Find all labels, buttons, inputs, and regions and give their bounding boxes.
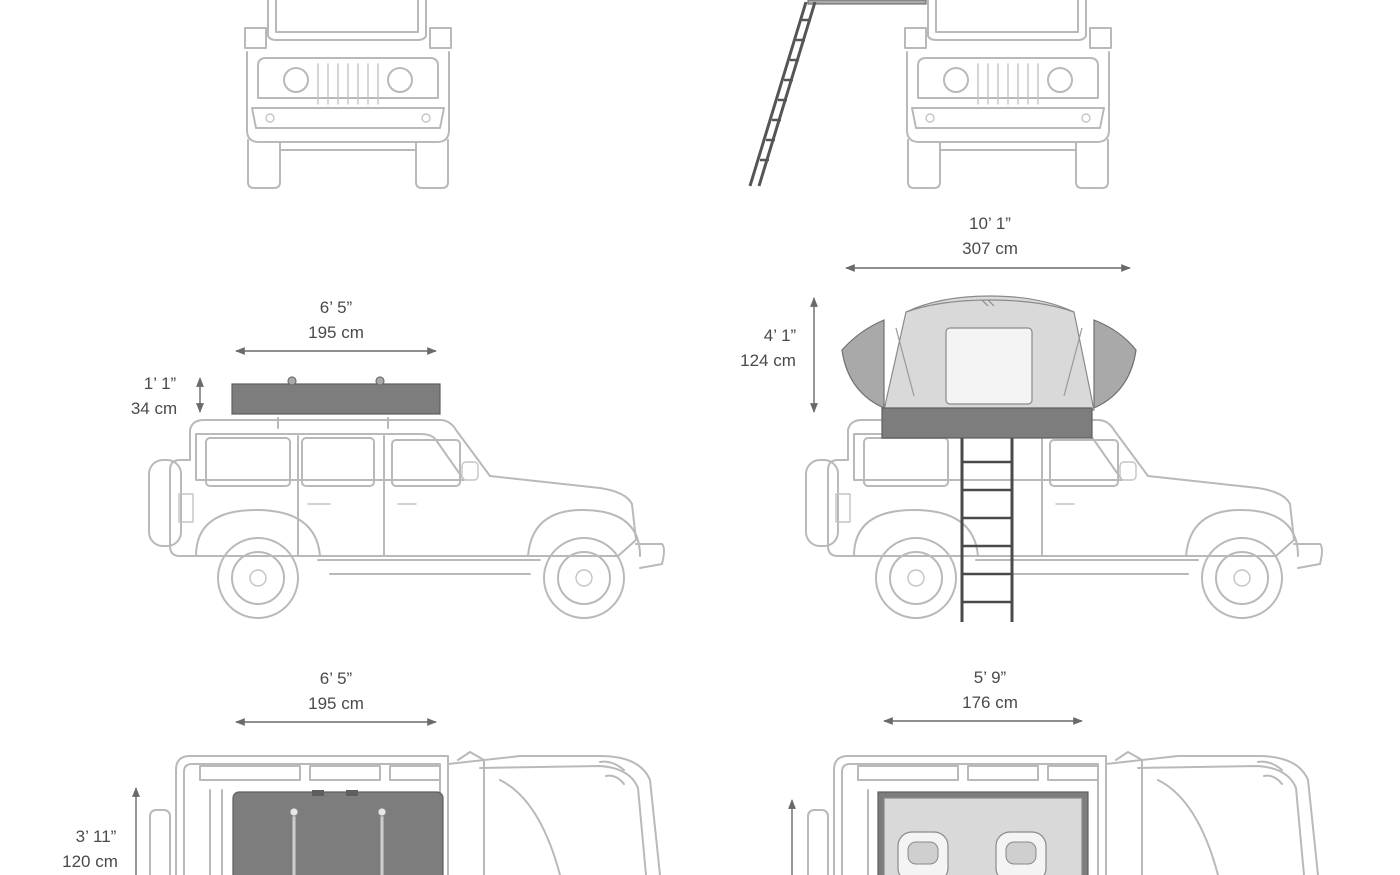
pillow-left [897,831,949,875]
front-view-open-tent-floor [807,0,927,5]
top-open-length-metric: 176 cm [962,693,1018,712]
side-open-height-imperial: 4’ 1” [764,326,797,345]
top-closed-length-metric: 195 cm [308,694,364,713]
top-closed-width-metric: 120 cm [62,852,118,871]
pillow-right [995,831,1047,875]
side-view-closed-tent-shell [231,376,441,415]
top-view-open-tent [877,791,1089,875]
top-view-closed-tent-shell [232,790,444,875]
front-view-open-vehicle [904,0,1112,189]
side-open-length-imperial: 10’ 1” [969,214,1011,233]
side-open-length-metric: 307 cm [962,239,1018,258]
top-closed-length-imperial: 6’ 5” [320,669,353,688]
side-open-height-metric: 124 cm [740,351,796,370]
side-view-open-tent [841,295,1137,439]
front-view-closed-vehicle [244,0,452,189]
top-closed-width-imperial: 3’ 11” [76,827,117,846]
side-closed-height-metric: 34 cm [131,399,177,418]
side-closed-length-metric: 195 cm [308,323,364,342]
side-view-open-vehicle [805,419,1323,619]
side-view-closed-vehicle [148,417,665,619]
side-closed-length-imperial: 6’ 5” [320,298,353,317]
side-view-ladder [960,438,1014,622]
top-open-length-imperial: 5’ 9” [974,668,1007,687]
top-view-closed-vehicle [149,751,661,875]
side-closed-height-imperial: 1’ 1” [144,374,177,393]
top-view-open-vehicle [807,751,1319,875]
front-view-ladder [748,1,817,187]
